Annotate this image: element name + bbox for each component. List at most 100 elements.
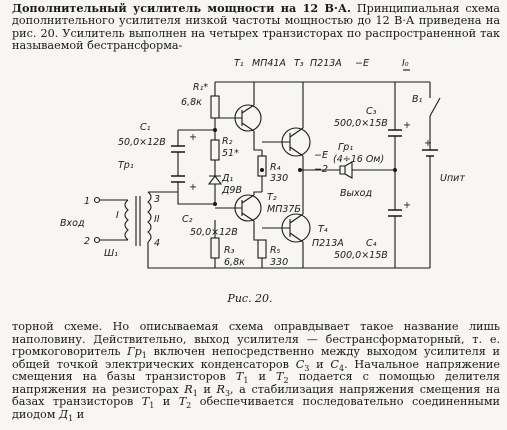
speaker-gr1 xyxy=(339,161,353,179)
label-r5: R₅ xyxy=(270,245,281,256)
label-t2-type: МП37Б xyxy=(267,204,301,215)
label-r1-val: 6,8к xyxy=(181,97,202,108)
label-b1: В₁ xyxy=(412,94,423,105)
label-t4-type: П213А xyxy=(312,238,344,249)
diode-d1 xyxy=(207,175,223,185)
figure-caption: Рис. 20. xyxy=(227,292,273,305)
sub-index: 4 xyxy=(338,363,345,373)
body-text: и xyxy=(197,382,217,396)
sub-index: 3 xyxy=(224,388,231,398)
label-t2: T₂ xyxy=(267,192,277,203)
sym-t: T xyxy=(141,395,150,408)
sub-index: 1 xyxy=(243,376,249,386)
label-minus-2: −2 xyxy=(314,164,328,175)
label-minus-e-mid: −E xyxy=(314,150,328,161)
label-r2-val: 51* xyxy=(222,148,239,159)
label-i0: I₀ xyxy=(402,58,409,69)
capacitor-c2 xyxy=(171,175,185,183)
label-winding-i: I xyxy=(116,210,119,221)
label-t3-type: П213А xyxy=(310,58,342,69)
sym-gr: Гр xyxy=(127,345,142,358)
sym-d: Д xyxy=(58,407,69,421)
label-r4: R₄ xyxy=(270,162,281,173)
sym-t: T xyxy=(276,370,284,383)
label-t4: T₄ xyxy=(318,224,328,235)
label-sh1: Ш₁ xyxy=(104,248,118,259)
label-d1-type: Д9В xyxy=(221,185,242,196)
sym-r: R xyxy=(184,382,193,396)
sym-t: T xyxy=(235,370,244,383)
label-winding-1: 1 xyxy=(84,196,90,207)
label-d1: Д₁ xyxy=(221,173,233,184)
label-tr1: Тр₁ xyxy=(118,160,134,171)
label-c4: C₄ xyxy=(366,238,377,249)
sub-index: 2 xyxy=(283,376,289,386)
cropped-line: · · · · · · · · · · · · · xyxy=(0,0,507,3)
sub-index: 3 xyxy=(304,363,310,373)
label-winding-3: 3 xyxy=(154,194,160,205)
transformer-secondary xyxy=(147,191,152,243)
body-text: , а стабилизация напряжения смещения на … xyxy=(12,382,501,408)
label-plus-c3: + xyxy=(403,120,411,131)
resistor-r1 xyxy=(210,95,220,119)
sym-r: R xyxy=(216,382,225,396)
body-text: включен непосредственно между выходом ус… xyxy=(12,345,500,371)
input-terminal-2 xyxy=(93,236,101,244)
capacitor-c1 xyxy=(171,145,185,153)
body-text: и xyxy=(309,357,331,371)
circuit-schematic: T₁ МП41А T₃ П213А −E I₀ R₁* 6,8к C₁ 50,0… xyxy=(60,58,465,269)
sub-index: 1 xyxy=(68,413,74,423)
label-c1-val: 50,0×12В xyxy=(118,137,166,148)
capacitor-c3 xyxy=(388,129,402,137)
section-heading: Дополнительный усилитель мощности на 12 … xyxy=(12,1,351,15)
sym-c: C xyxy=(295,357,305,371)
label-r4-val: 330 xyxy=(270,173,288,184)
label-c2-val: 50,0×12В xyxy=(190,227,238,238)
label-plus-c1: + xyxy=(189,132,197,143)
body-paragraph: торной схеме. Но описываемая схема оправ… xyxy=(12,320,501,423)
label-winding-2: 2 xyxy=(84,236,90,247)
label-output: Выход xyxy=(340,188,372,199)
label-c3-val: 500,0×15В xyxy=(334,118,388,129)
label-c2: C₂ xyxy=(182,214,193,225)
body-text: и xyxy=(154,395,179,408)
label-c1: C₁ xyxy=(140,122,151,133)
intro-paragraph: Дополнительный усилитель мощности на 12 … xyxy=(12,2,500,53)
label-gr1-val: (4÷16 Ом) xyxy=(333,154,384,165)
switch-b1 xyxy=(429,97,441,117)
body-text: подается с помощью делителя напряжения н… xyxy=(12,370,500,396)
label-minus-e-top: −E xyxy=(355,58,369,69)
label-r3-val: 6,8к xyxy=(224,257,245,268)
sub-index: 1 xyxy=(149,401,155,411)
label-r1: R₁* xyxy=(193,82,208,93)
label-input: Вход xyxy=(60,218,85,229)
label-c3: C₃ xyxy=(366,106,377,117)
body-text: обеспечивается последовательно соединенн… xyxy=(12,395,500,421)
body-text: и xyxy=(248,370,277,383)
body-text: торной схеме. Но описываемая схема оправ… xyxy=(12,320,500,358)
sub-index: 2 xyxy=(186,401,192,411)
resistor-r2 xyxy=(210,139,220,161)
label-u-pit: Uпит xyxy=(440,173,465,184)
body-text: и xyxy=(73,407,85,421)
label-plus-c4: + xyxy=(403,200,411,211)
battery-symbol xyxy=(422,149,438,157)
sub-index: 1 xyxy=(192,388,198,398)
sub-index: 1 xyxy=(141,351,147,361)
capacitor-c4 xyxy=(388,209,402,217)
label-t3: T₃ xyxy=(294,58,304,69)
label-t1-type: МП41А xyxy=(252,58,286,69)
label-r5-val: 330 xyxy=(270,257,288,268)
label-t1: T₁ xyxy=(234,58,244,69)
label-plus-c2: + xyxy=(189,182,197,193)
label-gr1: Гр₁ xyxy=(338,142,353,153)
body-text: . Начальное напряжение смещения на базы … xyxy=(12,357,500,383)
input-terminal-1 xyxy=(93,196,101,204)
resistor-r4 xyxy=(257,155,267,177)
sym-c: C xyxy=(330,357,339,371)
label-c4-val: 500,0×15В xyxy=(334,250,388,261)
label-r2: R₂ xyxy=(222,136,233,147)
resistor-r5 xyxy=(257,239,267,259)
sym-t: T xyxy=(178,395,187,408)
label-r3: R₃ xyxy=(224,245,235,256)
